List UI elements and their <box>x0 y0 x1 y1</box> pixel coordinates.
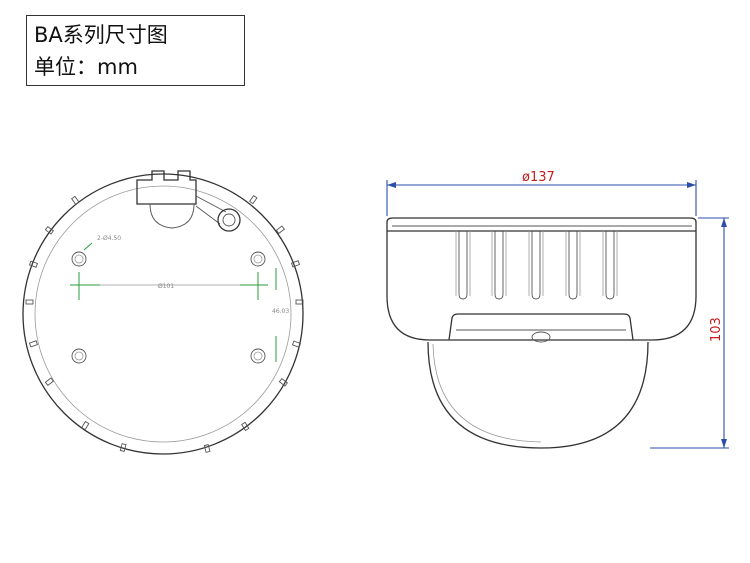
v-spacing-label: 46.03 <box>272 308 289 315</box>
dome-outline <box>427 341 649 449</box>
cable-bracket <box>136 170 241 232</box>
front-view: 2-Ø4.50 Ø101 46.03 <box>22 170 304 455</box>
perimeter-notches <box>25 194 304 453</box>
front-outer-circle <box>22 173 304 455</box>
dim-diameter: ø137 <box>386 170 697 216</box>
h-spacing-label: Ø101 <box>158 283 174 290</box>
title-box: BA系列尺寸图 单位：mm <box>26 15 245 86</box>
housing-body <box>386 231 697 341</box>
top-cap <box>386 217 697 231</box>
side-view: ø137 103 <box>386 170 729 449</box>
unit-label: 单位：mm <box>34 55 138 79</box>
dim-height: 103 <box>650 217 729 449</box>
height-label: 103 <box>709 317 724 342</box>
front-dimensions: 2-Ø4.50 Ø101 46.03 <box>70 235 289 362</box>
front-inner-circle <box>34 185 292 443</box>
front-lip <box>448 313 634 343</box>
vent-slots <box>455 231 618 300</box>
hole-dia-label: 2-Ø4.50 <box>97 235 121 242</box>
series-title: BA系列尺寸图 <box>34 23 168 47</box>
diameter-label: ø137 <box>522 170 555 185</box>
mounting-holes <box>71 251 266 364</box>
